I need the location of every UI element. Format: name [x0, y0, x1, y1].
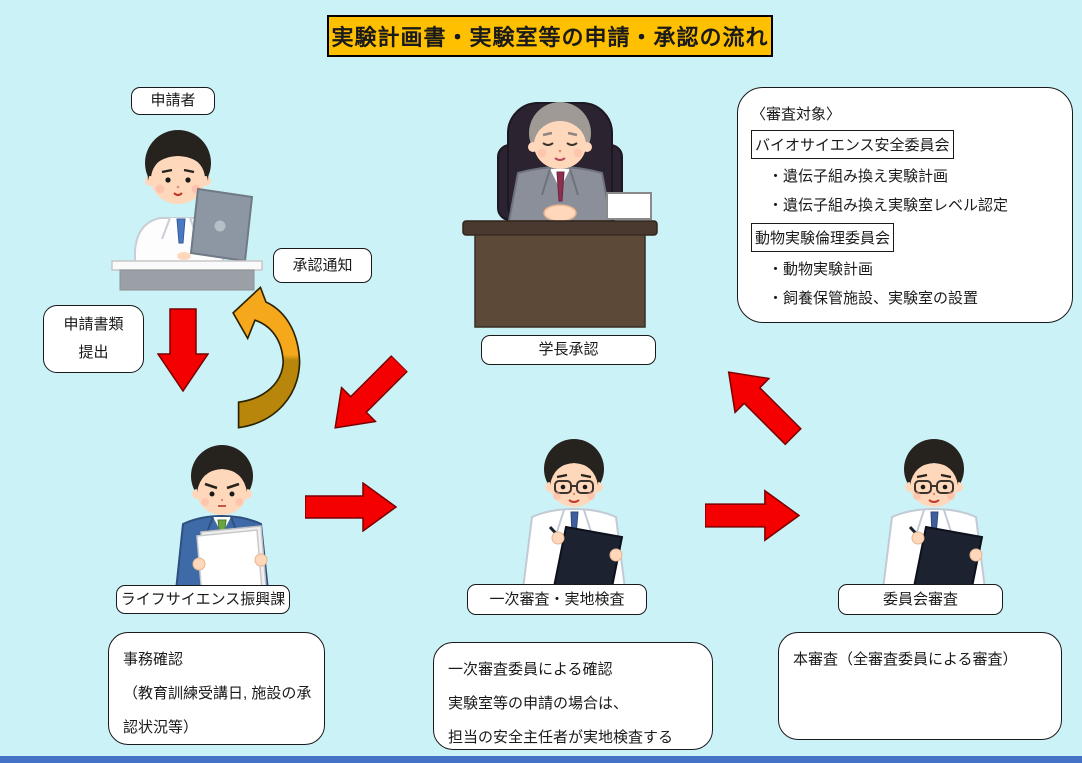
committee-animal-ethics: 動物実験倫理委員会 [751, 223, 895, 252]
note-office-check: 事務確認 （教育訓練受講日, 施設の承 認状況等） [108, 632, 325, 745]
committee-animal-ethics-item-1: ・動物実験計画 [768, 261, 874, 278]
review-targets-heading: 〈審査対象〉 [751, 106, 842, 123]
node-application-docs: 申請書類 提出 [43, 305, 144, 373]
note-final-review-line1: 本審査（全審査委員による審査） [793, 651, 1018, 668]
committee-biosafety-item-1: ・遺伝子組み換え実験計画 [768, 168, 949, 185]
note-office-check-line3: 認状況等） [123, 718, 199, 736]
node-applicant: 申請者 [131, 87, 215, 115]
president-at-desk-illustration [462, 102, 658, 328]
arrow-curved-approval-notice [232, 285, 301, 429]
node-approval-notice-label: 承認通知 [292, 256, 353, 274]
node-committee-review: 委員会審査 [838, 584, 1003, 615]
node-life-science-division: ライフサイエンス振興課 [116, 585, 290, 614]
node-primary-review-label: 一次審査・実地検査 [489, 590, 625, 608]
page-title: 実験計画書・実験室等の申請・承認の流れ [327, 15, 773, 57]
node-president-approval-label: 学長承認 [538, 341, 599, 358]
committee-biosafety: バイオサイエンス安全委員会 [751, 130, 954, 159]
arrow-right-division-to-primary [305, 482, 397, 532]
review-targets-box: 〈審査対象〉 バイオサイエンス安全委員会 ・遺伝子組み換え実験計画 ・遺伝子組み… [737, 87, 1073, 323]
arrow-right-primary-to-committee [705, 489, 800, 542]
node-life-science-division-label: ライフサイエンス振興課 [120, 590, 286, 608]
arrow-down-submit [157, 308, 209, 392]
node-application-docs-line2: 提出 [78, 344, 109, 361]
node-application-docs-line1: 申請書類 [63, 316, 124, 333]
node-committee-review-label: 委員会審査 [882, 590, 958, 608]
bottom-blue-bar [0, 756, 1082, 763]
staff-reading-documents-illustration [173, 445, 271, 600]
reviewer-with-clipboard-illustration [880, 439, 988, 597]
note-primary-review-line1: 一次審査委員による確認 [448, 661, 613, 678]
node-primary-review: 一次審査・実地検査 [467, 584, 647, 615]
note-final-review: 本審査（全審査委員による審査） [778, 632, 1062, 740]
applicant-at-laptop-illustration [111, 130, 263, 291]
note-office-check-line2: （教育訓練受講日, 施設の承 [123, 684, 312, 702]
note-primary-review-line3: 担当の安全主任者が実地検査する [448, 728, 674, 746]
arrow-diagonal-president-to-division [317, 346, 417, 446]
note-office-check-line1: 事務確認 [123, 651, 184, 668]
note-primary-review-line2: 実験室等の申請の場合は、 [448, 694, 629, 712]
reviewer-with-clipboard-illustration [520, 439, 628, 597]
committee-animal-ethics-item-2: ・飼養保管施設、実験室の設置 [768, 290, 979, 307]
note-primary-review: 一次審査委員による確認 実験室等の申請の場合は、 担当の安全主任者が実地検査する [433, 642, 713, 750]
arrow-diagonal-committee-to-president [709, 353, 812, 456]
committee-biosafety-item-2: ・遺伝子組み換え実験室レベル認定 [768, 197, 1009, 214]
node-approval-notice: 承認通知 [273, 248, 372, 283]
node-president-approval: 学長承認 [481, 335, 656, 365]
node-applicant-label: 申請者 [150, 92, 196, 109]
